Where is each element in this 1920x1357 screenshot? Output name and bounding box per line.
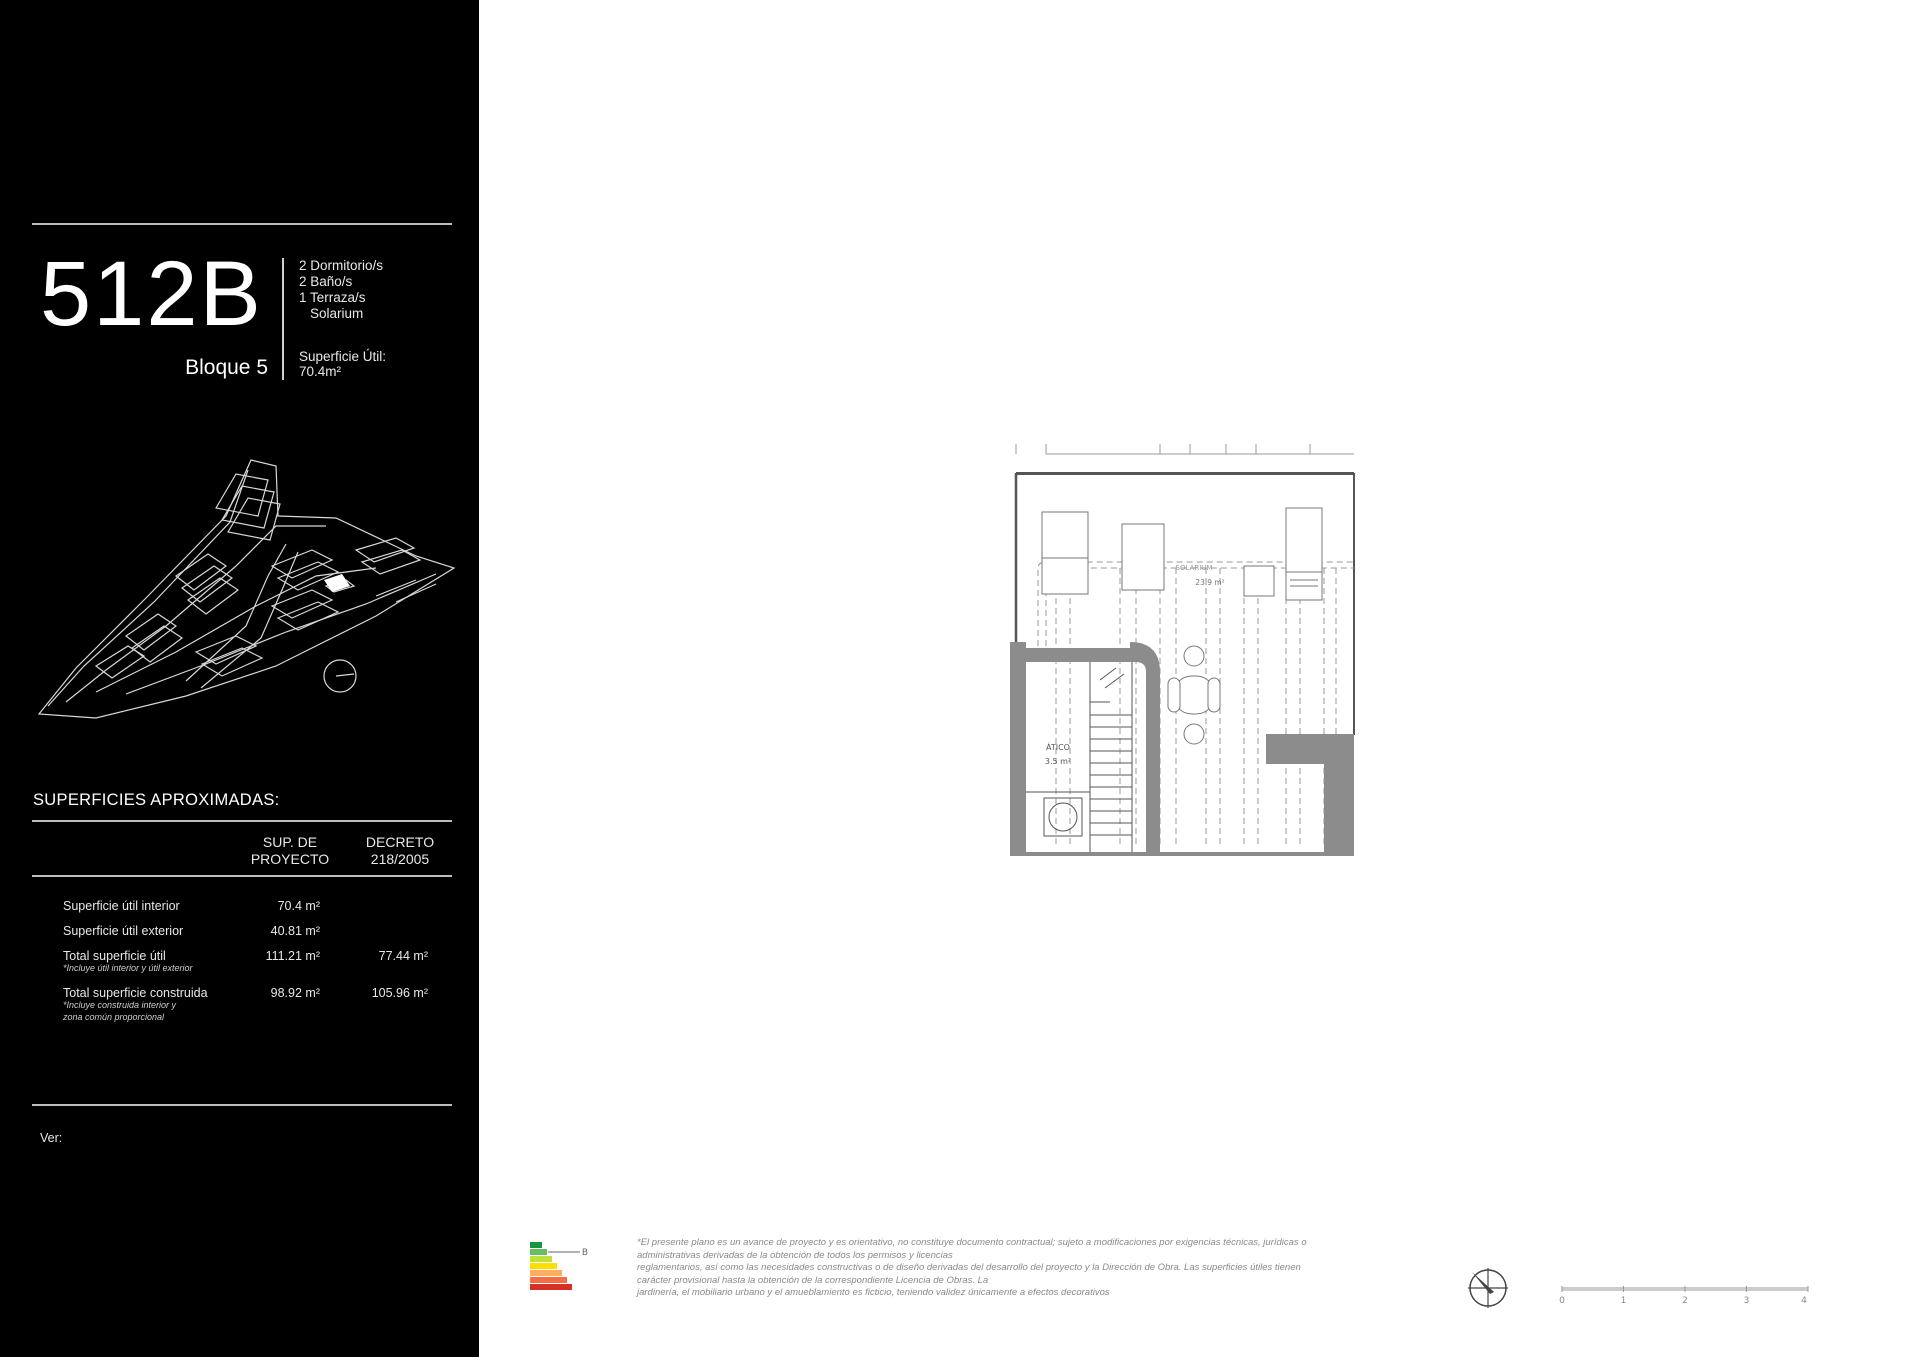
column-header-decree-line2: 218/2005 xyxy=(370,851,430,867)
divider-surfaces-top xyxy=(32,820,452,822)
site-plan-image xyxy=(37,459,456,719)
divider-surfaces-header xyxy=(32,875,452,877)
divider-bottom xyxy=(32,1104,452,1106)
row-project-value: 70.4 m² xyxy=(277,899,320,913)
solarium-label: SOLARIUM xyxy=(1176,564,1213,572)
scale-tick-label: 1 xyxy=(1621,1296,1627,1306)
solarium-area: 23.9 m² xyxy=(1195,578,1224,587)
disclaimer-line: carácter provisional hasta la obtención … xyxy=(637,1274,989,1286)
disclaimer-line: jardinería, el mobiliario urbano y el am… xyxy=(637,1287,1110,1298)
scale-bar: 0 1 2 3 4 xyxy=(1559,1286,1809,1306)
scale-tick-label: 3 xyxy=(1744,1296,1750,1306)
feature-solarium: Solarium xyxy=(310,306,364,321)
column-header-decree-line1: DECRETO xyxy=(365,834,435,850)
attic-area: 3.5 m² xyxy=(1045,757,1071,766)
feature-terraces: 1 Terraza/s xyxy=(299,290,366,305)
north-arrow-icon xyxy=(1468,1268,1508,1308)
ver-label: Ver: xyxy=(40,1131,63,1145)
row-project-value: 98.92 m² xyxy=(270,986,320,1000)
row-note: *Incluye útil interior y útil exterior xyxy=(63,963,193,973)
row-label: Superficie útil exterior xyxy=(63,924,184,938)
disclaimer-line: administrativas derivadas de la obtenció… xyxy=(637,1249,953,1261)
feature-bathrooms: 2 Baño/s xyxy=(299,274,353,289)
useful-area-value: 70.4m² xyxy=(299,364,342,379)
scale-tick-label: 4 xyxy=(1801,1296,1807,1306)
row-note: zona común proporcional xyxy=(63,1012,165,1022)
scale-tick-label: 0 xyxy=(1559,1296,1565,1306)
divider-top xyxy=(32,223,452,225)
row-project-value: 111.21 m² xyxy=(265,949,320,963)
row-decree-value: 105.96 m² xyxy=(371,986,428,1000)
surfaces-title: SUPERFICIES APROXIMADAS: xyxy=(33,791,280,809)
block-label: Bloque 5 xyxy=(185,356,268,379)
column-header-project-line2: PROYECTO xyxy=(250,851,330,867)
unit-info-panel: 512B Bloque 5 2 Dormitorio/s 2 Baño/s 1 … xyxy=(0,0,479,1357)
disclaimer-line: *El presente plano es un avance de proye… xyxy=(637,1237,1307,1248)
scale-tick-label: 2 xyxy=(1682,1296,1688,1306)
row-project-value: 40.81 m² xyxy=(270,924,320,938)
useful-area: Superficie Útil: 70.4m² xyxy=(299,349,386,379)
row-label: Total superficie útil xyxy=(63,949,166,963)
row-note: *Incluye construida interior y xyxy=(63,1000,177,1010)
unit-number: 512B xyxy=(40,243,263,345)
row-label: Total superficie construida xyxy=(63,986,208,1000)
feature-bedrooms: 2 Dormitorio/s xyxy=(299,258,384,273)
energy-rating-chart: B xyxy=(530,1242,588,1290)
floor-plan: SOLARIUM 23.9 m² ÁTICO 3.5 m² xyxy=(1010,444,1355,856)
disclaimer-line: reglamentarios, así como las necesidades… xyxy=(637,1262,1301,1273)
column-header-decree: DECRETO 218/2005 xyxy=(354,834,446,868)
row-decree-value: 77.44 m² xyxy=(378,949,428,963)
column-header-project-line1: SUP. DE xyxy=(262,834,318,850)
energy-rating-letter: B xyxy=(582,1248,588,1258)
column-header-project: SUP. DE PROYECTO xyxy=(244,834,336,868)
header-separator xyxy=(282,258,284,380)
unit-highlight xyxy=(324,574,350,592)
row-label: Superficie útil interior xyxy=(63,899,180,913)
disclaimer-text: *El presente plano es un avance de proye… xyxy=(637,1237,1397,1300)
useful-area-label: Superficie Útil: xyxy=(299,349,387,364)
unit-features: 2 Dormitorio/s 2 Baño/s 1 Terraza/s Sola… xyxy=(299,258,383,322)
attic-label: ÁTICO xyxy=(1046,741,1070,752)
